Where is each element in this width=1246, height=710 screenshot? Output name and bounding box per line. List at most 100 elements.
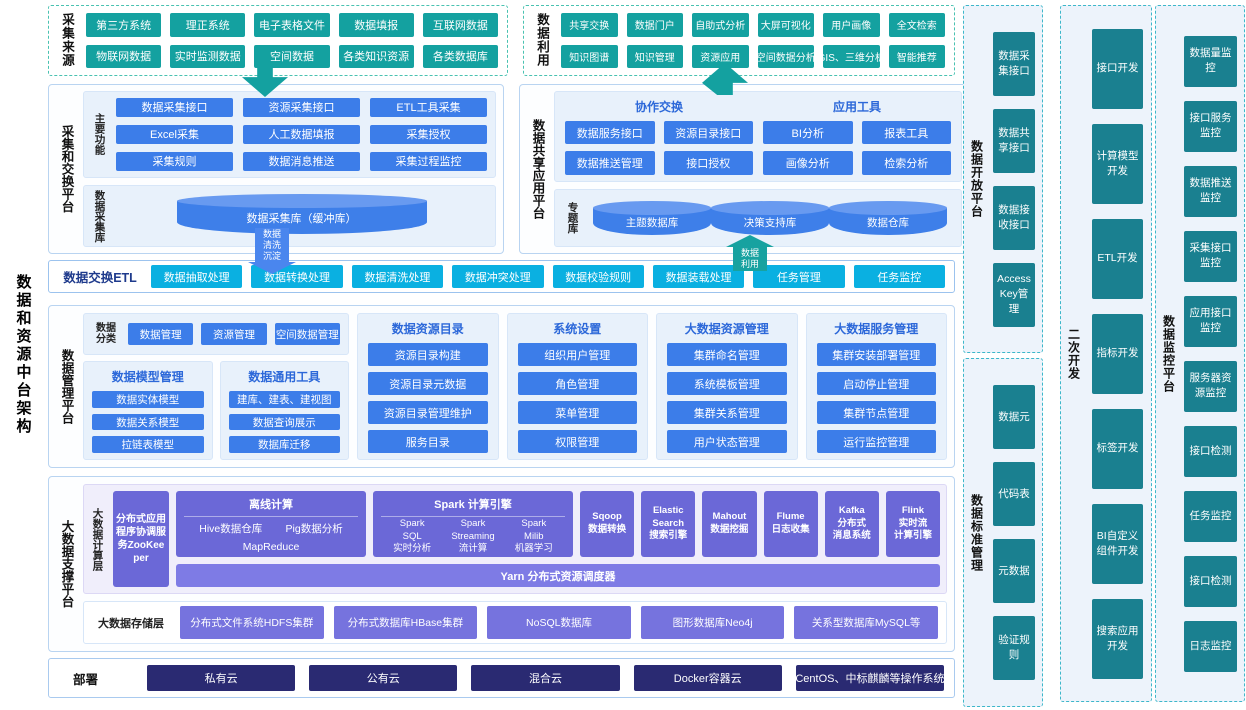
standard-item: 代码表: [993, 462, 1035, 526]
etl-label: 数据交换ETL: [63, 271, 137, 285]
bigdata-resource-item: 用户状态管理: [667, 430, 787, 453]
main-functions-grid: 数据采集接口 资源采集接口 ETL工具采集 Excel采集 人工数据填报 采集授…: [116, 98, 487, 171]
function-item: 采集规则: [116, 151, 233, 171]
dev-item: 计算模型开发: [1092, 123, 1143, 204]
deploy-item: 公有云: [309, 665, 458, 691]
source-item: 电子表格文件: [254, 13, 330, 37]
collect-sources-grid: 第三方系统 理正系统 电子表格文件 数据填报 互联网数据 物联网数据 实时监测数…: [86, 13, 498, 68]
standard-item: 元数据: [993, 539, 1035, 603]
model-item: 拉链表模型: [92, 436, 204, 454]
model-item: 数据实体模型: [92, 391, 204, 408]
classify-item: 资源管理: [201, 323, 267, 345]
source-item: 各类数据库: [422, 44, 498, 68]
system-item: 角色管理: [517, 372, 637, 395]
offline-item: Hive数据仓库: [199, 523, 263, 536]
arrow-up-icon: [726, 235, 774, 247]
engine-box-kafka: Kafka 分布式 消息系统: [824, 491, 879, 557]
function-item: 数据消息推送: [243, 151, 360, 171]
source-item: 理正系统: [170, 13, 246, 37]
storage-item: NoSQL数据库: [487, 606, 631, 639]
use-item: 智能推荐: [888, 44, 945, 68]
monitor-item: 接口检测: [1184, 425, 1237, 477]
bigdata-service-item: 运行监控管理: [816, 430, 936, 453]
panel-etl: 数据交换ETL 数据抽取处理 数据转换处理 数据清洗处理 数据冲突处理 数据校验…: [48, 260, 955, 293]
open-item: Access Key管理: [993, 262, 1035, 327]
offline-item: MapReduce: [242, 540, 300, 553]
storage-layer-label: 大数据存储层: [98, 617, 164, 630]
function-item: 人工数据填报: [243, 124, 360, 144]
function-item: 资源采集接口: [243, 98, 360, 117]
diagram-title: 数据和资源中台架构: [14, 274, 32, 436]
tool-item: 画像分析: [763, 151, 853, 175]
monitor-item: 数据量监控: [1184, 35, 1237, 87]
function-item: Excel采集: [116, 124, 233, 144]
model-item: 数据关系模型: [92, 413, 204, 431]
function-item: 数据采集接口: [116, 98, 233, 117]
collab-item: 数据服务接口: [565, 121, 655, 145]
spark-item: Spark Streaming 流计算: [451, 517, 495, 555]
deploy-item: 私有云: [147, 665, 296, 691]
catalog-item: 服务目录: [368, 430, 488, 453]
subject-db-cylinder: 主题数据库: [593, 201, 711, 236]
zookeeper-box: 分布式应用程序协调服务ZooKeeper: [113, 491, 169, 587]
function-item: 采集授权: [370, 124, 487, 144]
etl-item: 数据抽取处理: [151, 265, 243, 288]
function-item: ETL工具采集: [370, 98, 487, 117]
arrow-down-icon: [248, 262, 296, 275]
storage-item: 关系型数据库MySQL等: [794, 606, 938, 639]
deploy-row: 部署 私有云 公有云 混合云 Docker容器云 CentOS、中标麒麟等操作系…: [48, 658, 955, 698]
source-item: 实时监测数据: [170, 44, 246, 68]
use-item: 大屏可视化: [757, 13, 814, 37]
function-item: 采集过程监控: [370, 151, 487, 171]
source-item: 数据填报: [338, 13, 414, 37]
standard-mgmt-label: 数据标准管理: [969, 493, 984, 572]
common-tools-title: 数据通用工具: [248, 370, 321, 384]
bigdata-service-title: 大数据服务管理: [834, 322, 919, 336]
group-app-tools: 应用工具 BI分析 报表工具 画像分析 检索分析: [763, 98, 951, 175]
panel-monitor-platform: 数据监控平台 数据量监控 接口服务监控 数据推送监控 采集接口监控 应用接口监控…: [1155, 5, 1245, 702]
classify-item: 空间数据管理: [274, 323, 340, 345]
subpanel-share-top: 协作交换 数据服务接口 资源目录接口 数据推送管理 接口授权 应用工具 BI分析…: [554, 91, 962, 182]
open-item: 数据共享接口: [993, 108, 1035, 173]
subpanel-main-functions: 主要功能 数据采集接口 资源采集接口 ETL工具采集 Excel采集 人工数据填…: [83, 91, 496, 178]
main-functions-label: 主要功能: [93, 113, 106, 156]
monitor-platform-label: 数据监控平台: [1161, 314, 1176, 393]
group-offline-compute: 离线计算 Hive数据仓库 Pig数据分析 MapReduce: [176, 491, 366, 557]
dev-item: 标签开发: [1092, 408, 1143, 489]
data-mgmt-label: 数据管理平台: [59, 349, 74, 424]
etl-row: 数据交换ETL 数据抽取处理 数据转换处理 数据清洗处理 数据冲突处理 数据校验…: [48, 260, 955, 293]
bigdata-service-item: 集群安装部署管理: [816, 343, 936, 366]
panel-deploy: 部署 私有云 公有云 混合云 Docker容器云 CentOS、中标麒麟等操作系…: [48, 658, 955, 698]
group-bigdata-service: 大数据服务管理 集群安装部署管理 启动停止管理 集群节点管理 运行监控管理: [805, 313, 947, 460]
source-item: 互联网数据: [422, 13, 498, 37]
secondary-dev-label: 二次开发: [1066, 327, 1081, 380]
storage-item: 图形数据库Neo4j: [640, 606, 785, 639]
subject-db-cylinder: 数据仓库: [829, 201, 947, 236]
bigdata-resource-item: 集群关系管理: [667, 401, 787, 424]
top-row: 采集来源 第三方系统 理正系统 电子表格文件 数据填报 互联网数据 物联网数据 …: [48, 5, 955, 76]
use-item: GIS、三维分析: [823, 44, 880, 68]
source-item: 空间数据: [254, 44, 330, 68]
data-use-grid: 共享交换 数据门户 自助式分析 大屏可视化 用户画像 全文检索 知识图谱 知识管…: [561, 13, 945, 68]
arrow-use-label: 数据 利用: [733, 247, 767, 271]
etl-item: 数据校验规则: [552, 265, 644, 288]
common-tool-item: 数据库迁移: [228, 436, 340, 454]
spark-item: Spark SQL 实时分析: [393, 517, 432, 555]
group-bigdata-resource: 大数据资源管理 集群命名管理 系统模板管理 集群关系管理 用户状态管理: [656, 313, 798, 460]
system-settings-title: 系统设置: [553, 322, 602, 336]
engine-box-flink: Flink 实时流 计算引擎: [885, 491, 941, 557]
deploy-item: 混合云: [471, 665, 620, 691]
monitor-item: 任务监控: [1184, 490, 1237, 542]
monitor-item: 应用接口监控: [1184, 295, 1237, 347]
dev-item: ETL开发: [1092, 218, 1143, 299]
bigdata-service-item: 启动停止管理: [816, 372, 936, 395]
arrow-data-clean: 数据 清洗 沉淀: [248, 228, 296, 275]
panel-share-platform: 数据共享应用平台 协作交换 数据服务接口 资源目录接口 数据推送管理 接口授权 …: [519, 84, 970, 254]
bigdata-resource-title: 大数据资源管理: [684, 322, 769, 336]
subpanel-compute-layer: 大数据计算层 分布式应用程序协调服务ZooKeeper 离线计算 Hive数据仓…: [83, 484, 947, 594]
bigdata-resource-item: 系统模板管理: [667, 372, 787, 395]
open-item: 数据接收接口: [993, 185, 1035, 250]
dev-item: 接口开发: [1092, 28, 1143, 109]
source-item: 物联网数据: [86, 44, 162, 68]
offline-item: Pig数据分析: [285, 523, 343, 536]
